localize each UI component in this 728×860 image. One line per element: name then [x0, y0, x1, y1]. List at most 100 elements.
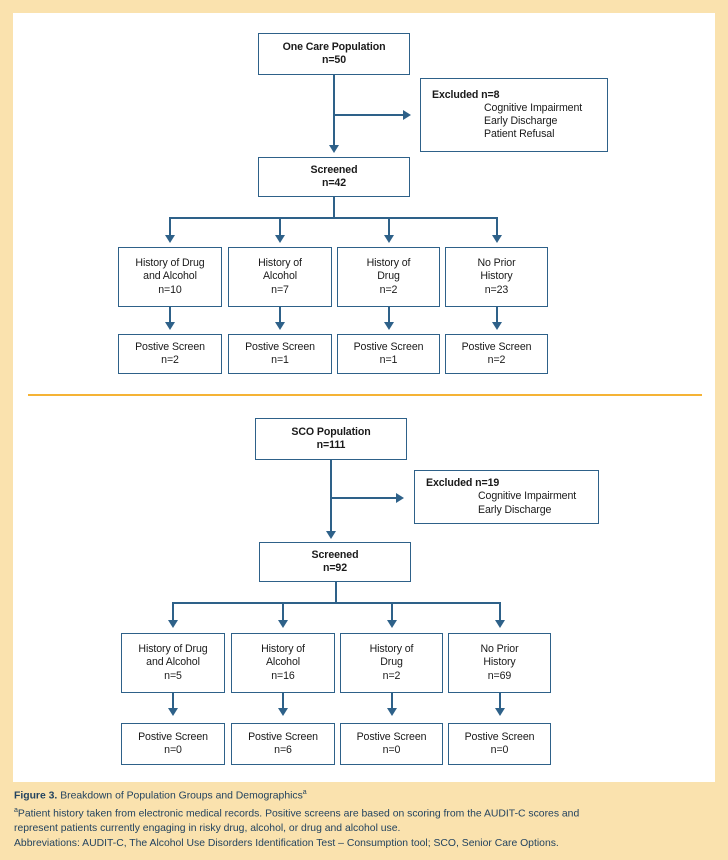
- screen-label: Postive Screen: [464, 730, 535, 743]
- arrow-to-screen: [384, 322, 394, 330]
- connector-group-to-screen: [282, 693, 284, 710]
- population-count: n=111: [316, 439, 346, 451]
- screened-title: Screened: [310, 163, 358, 176]
- positive-screen-box: Postive Screen n=0: [340, 723, 443, 765]
- excluded-header: Excluded n=19: [426, 477, 500, 490]
- screened-box-sco: Screened n=92: [259, 542, 411, 582]
- connector-bus-to-group: [169, 217, 171, 237]
- footnote-text-1: Patient history taken from electronic me…: [17, 808, 580, 820]
- figure-number: Figure 3.: [14, 790, 58, 802]
- population-box-one-care: One Care Population n=50: [258, 33, 410, 75]
- section-divider: [28, 394, 702, 396]
- connector-group-to-screen: [388, 307, 390, 324]
- connector-screened-stem: [335, 582, 337, 603]
- caption-footnote-line-2: represent patients currently engaging in…: [14, 823, 401, 835]
- group-box: History of Drug n=2: [337, 247, 440, 307]
- connector-bus-to-group: [499, 602, 501, 622]
- positive-screen-box: Postive Screen n=0: [448, 723, 551, 765]
- excluded-reason: Cognitive Impairment: [478, 490, 577, 503]
- group-label: Alcohol: [262, 270, 298, 283]
- population-box-sco: SCO Population n=111: [255, 418, 407, 460]
- group-count: n=23: [484, 283, 509, 296]
- group-box: History of Drug and Alcohol n=5: [121, 633, 225, 693]
- arrow-to-group: [495, 620, 505, 628]
- group-box: History of Alcohol n=7: [228, 247, 332, 307]
- group-box: No Prior History n=69: [448, 633, 551, 693]
- group-count: n=69: [487, 669, 512, 682]
- group-box: History of Alcohol n=16: [231, 633, 335, 693]
- group-label: History of: [261, 643, 305, 656]
- arrow-to-group: [492, 235, 502, 243]
- connector-group-bus: [172, 602, 500, 604]
- group-label: History of Drug: [138, 643, 208, 656]
- group-box: History of Drug and Alcohol n=10: [118, 247, 222, 307]
- group-count: n=7: [271, 283, 289, 296]
- arrow-to-screen: [168, 708, 178, 716]
- group-label: History of: [369, 643, 414, 656]
- arrow-to-screened: [329, 145, 339, 153]
- group-box: History of Drug n=2: [340, 633, 443, 693]
- group-label: History: [480, 270, 513, 283]
- connector-group-to-screen: [391, 693, 393, 710]
- group-count: n=5: [164, 669, 182, 682]
- arrow-to-screen: [387, 708, 397, 716]
- footnote-marker: a: [14, 807, 18, 815]
- excluded-box-sco: Excluded n=19 Cognitive Impairment Early…: [414, 470, 599, 524]
- excluded-box-one-care: Excluded n=8 Cognitive Impairment Early …: [420, 78, 608, 152]
- screen-label: Postive Screen: [461, 340, 532, 353]
- connector-group-to-screen: [499, 693, 501, 710]
- positive-screen-box: Postive Screen n=0: [121, 723, 225, 765]
- connector-to-excluded: [333, 114, 405, 116]
- arrow-to-screen: [275, 322, 285, 330]
- screen-count: n=6: [274, 744, 292, 756]
- positive-screen-box: Postive Screen n=1: [228, 334, 332, 374]
- arrow-to-screen: [165, 322, 175, 330]
- connector-group-to-screen: [172, 693, 174, 710]
- caption-title-line: Figure 3. Breakdown of Population Groups…: [14, 786, 714, 804]
- connector-bus-to-group: [388, 217, 390, 237]
- excluded-header: Excluded n=8: [432, 88, 500, 101]
- arrow-to-excluded: [396, 493, 404, 503]
- arrow-to-excluded: [403, 110, 411, 120]
- arrow-to-group: [278, 620, 288, 628]
- arrow-to-group: [384, 235, 394, 243]
- group-label: History of: [366, 257, 411, 270]
- population-count: n=50: [321, 54, 347, 66]
- screen-label: Postive Screen: [248, 730, 318, 743]
- caption-abbreviations: Abbreviations: AUDIT-C, The Alcohol Use …: [14, 837, 559, 849]
- group-label: and Alcohol: [143, 270, 197, 283]
- group-label: History of Drug: [135, 257, 205, 270]
- positive-screen-box: Postive Screen n=2: [445, 334, 548, 374]
- connector-group-bus: [169, 217, 497, 219]
- connector-screened-stem: [333, 197, 335, 218]
- arrow-to-group: [275, 235, 285, 243]
- arrow-to-group: [387, 620, 397, 628]
- screen-label: Postive Screen: [135, 340, 205, 353]
- arrow-to-screen: [495, 708, 505, 716]
- screen-count: n=0: [164, 744, 182, 756]
- excluded-reason: Cognitive Impairment: [484, 101, 583, 114]
- arrow-to-screened: [326, 531, 336, 539]
- positive-screen-box: Postive Screen n=2: [118, 334, 222, 374]
- screen-count: n=1: [379, 354, 398, 366]
- screened-count: n=42: [321, 177, 347, 189]
- arrow-to-group: [168, 620, 178, 628]
- connector-bus-to-group: [282, 602, 284, 622]
- positive-screen-box: Postive Screen n=6: [231, 723, 335, 765]
- arrow-to-screen: [492, 322, 502, 330]
- caption-title: Breakdown of Population Groups and Demog…: [57, 790, 303, 802]
- connector-bus-to-group: [391, 602, 393, 622]
- positive-screen-box: Postive Screen n=1: [337, 334, 440, 374]
- group-count: n=2: [379, 283, 398, 296]
- screened-box-one-care: Screened n=42: [258, 157, 410, 197]
- population-title: SCO Population: [291, 425, 371, 438]
- group-count: n=2: [382, 669, 401, 682]
- arrow-to-group: [165, 235, 175, 243]
- figure-caption: Figure 3. Breakdown of Population Groups…: [14, 786, 714, 851]
- group-count: n=10: [158, 283, 182, 296]
- excluded-reason: Early Discharge: [478, 503, 552, 516]
- group-count: n=16: [271, 669, 295, 682]
- population-title: One Care Population: [282, 40, 386, 53]
- connector-group-to-screen: [169, 307, 171, 324]
- connector-bus-to-group: [172, 602, 174, 622]
